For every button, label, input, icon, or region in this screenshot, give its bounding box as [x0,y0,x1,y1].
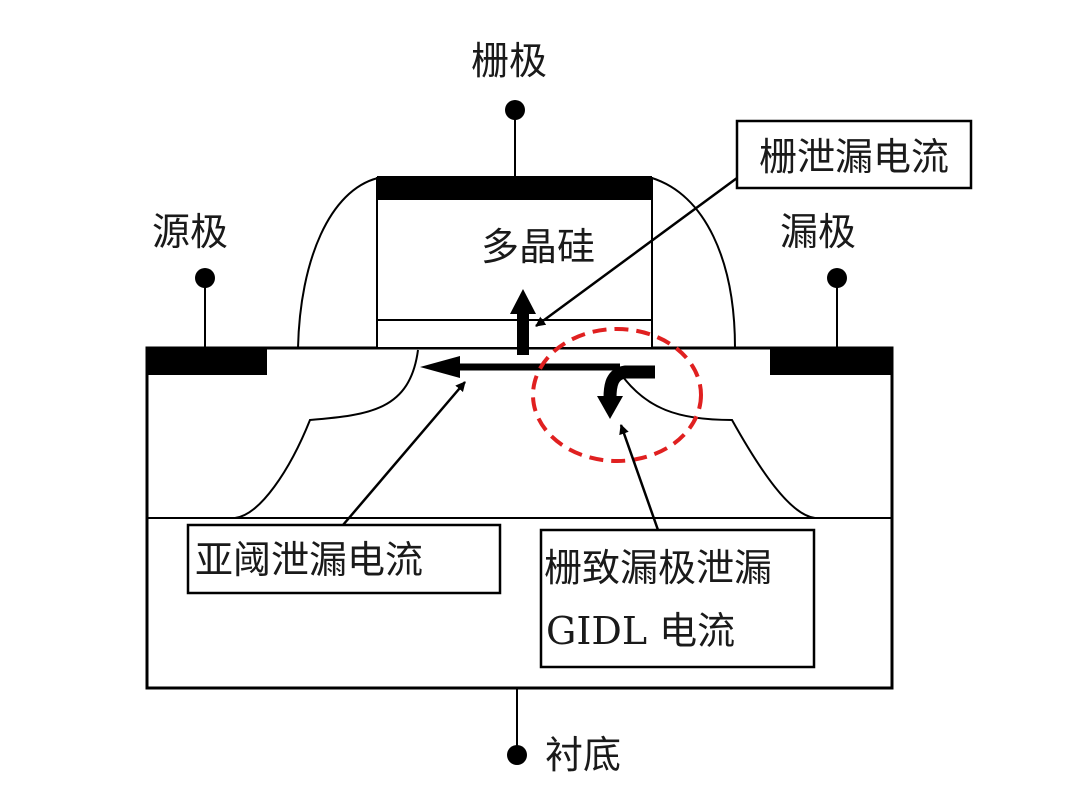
gate-leakage-pointer [535,176,738,328]
substrate-terminal-dot [507,745,527,765]
drain-contact [770,348,892,375]
subthreshold-leakage-label: 亚阈泄漏电流 [195,538,423,582]
right-spacer [651,177,736,349]
source-contact [147,348,267,375]
gate-leakage-label: 栅泄漏电流 [759,135,949,179]
gate-metal-cap [377,176,652,200]
subthreshold-box [186,523,502,595]
source-junction-curve [234,349,419,519]
channel-current-arrowhead [420,356,460,378]
substrate-label: 衬底 [545,733,621,777]
gidl-current-arrowhead [597,396,623,419]
gate-label: 栅极 [471,39,547,83]
gate-leakage-box [735,119,973,190]
gate-terminal-dot [505,100,525,120]
gidl-box [539,528,816,669]
drain-junction-curve [617,369,816,519]
gate-leakage-arrow-shaft [517,313,529,355]
drain-terminal-dot [827,268,847,288]
source-label: 源极 [152,210,228,254]
gidl-highlight-circle [531,327,703,463]
polysilicon-label: 多晶硅 [481,225,595,269]
gidl-pointer [619,424,660,531]
source-terminal-dot [195,268,215,288]
left-spacer [297,177,379,349]
gate-leakage-arrowhead [510,289,536,314]
gidl-label-line2: GIDL 电流 [546,609,735,653]
gidl-current-path [603,365,655,399]
gidl-label-line1: 栅致漏极泄漏 [544,546,772,590]
drain-label: 漏极 [780,210,856,254]
subthreshold-pointer [342,381,466,526]
